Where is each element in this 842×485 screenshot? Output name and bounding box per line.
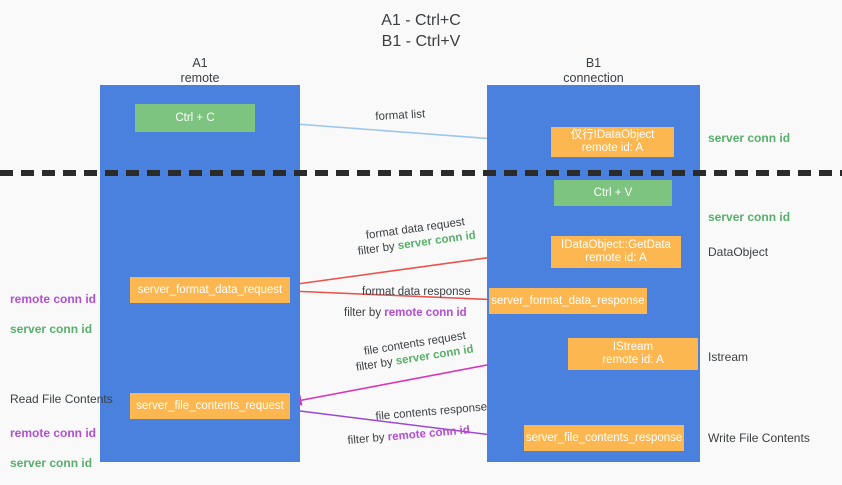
- label-remote-conn-id-format: remote conn id: [10, 292, 97, 306]
- label-server-conn-id-top: server conn id: [708, 131, 791, 145]
- edge-file-contents-response: [291, 409, 526, 444]
- box-istream[interactable]: IStream remote id: A: [568, 338, 698, 370]
- label-dataobject: DataObject: [708, 245, 769, 259]
- phase-divider-dashed-line: [0, 170, 842, 176]
- box-ctrl-c[interactable]: Ctrl + C: [135, 104, 255, 132]
- label-file-conn-ids: remote conn id server conn id: [10, 411, 98, 471]
- label-write-file-contents: Write File Contents: [708, 431, 810, 445]
- box-server-file-contents-request[interactable]: server_file_contents_request: [130, 393, 290, 419]
- box-server-format-data-request[interactable]: server_format_data_request: [130, 277, 290, 303]
- box-idataobject-getdata[interactable]: IDataObject::GetData remote id: A: [551, 236, 681, 268]
- edge-label-format-list: format list: [375, 108, 426, 123]
- filter-prefix: filter by: [347, 431, 389, 447]
- box-idataobject[interactable]: 仅行IDataObject remote id: A: [551, 127, 674, 157]
- box-ctrl-v[interactable]: Ctrl + V: [554, 180, 672, 206]
- edge-label-format-data-response-filter: filter by remote conn id: [344, 306, 467, 321]
- label-istream: Istream: [708, 350, 749, 364]
- label-read-file-contents: Read File Contents: [10, 392, 113, 406]
- label-server-conn-id-file: server conn id: [10, 456, 93, 470]
- label-remote-conn-id-file: remote conn id: [10, 426, 97, 440]
- label-server-conn-id-mid: server conn id: [708, 210, 791, 224]
- box-server-file-contents-response[interactable]: server_file_contents_response: [524, 425, 684, 451]
- filter-value-remote-conn-id: remote conn id: [384, 307, 467, 319]
- label-server-conn-id-format: server conn id: [10, 322, 93, 336]
- page-title: A1 - Ctrl+C B1 - Ctrl+V: [381, 12, 461, 50]
- edge-label-format-data-response: format data response: [362, 286, 471, 298]
- filter-prefix: filter by: [344, 307, 385, 319]
- column-b1-header: B1 connection: [563, 56, 624, 85]
- label-format-conn-ids: remote conn id server conn id: [10, 277, 98, 337]
- box-server-format-data-response[interactable]: server_format_data_response: [489, 288, 647, 314]
- column-a1-header: A1 remote: [180, 56, 220, 85]
